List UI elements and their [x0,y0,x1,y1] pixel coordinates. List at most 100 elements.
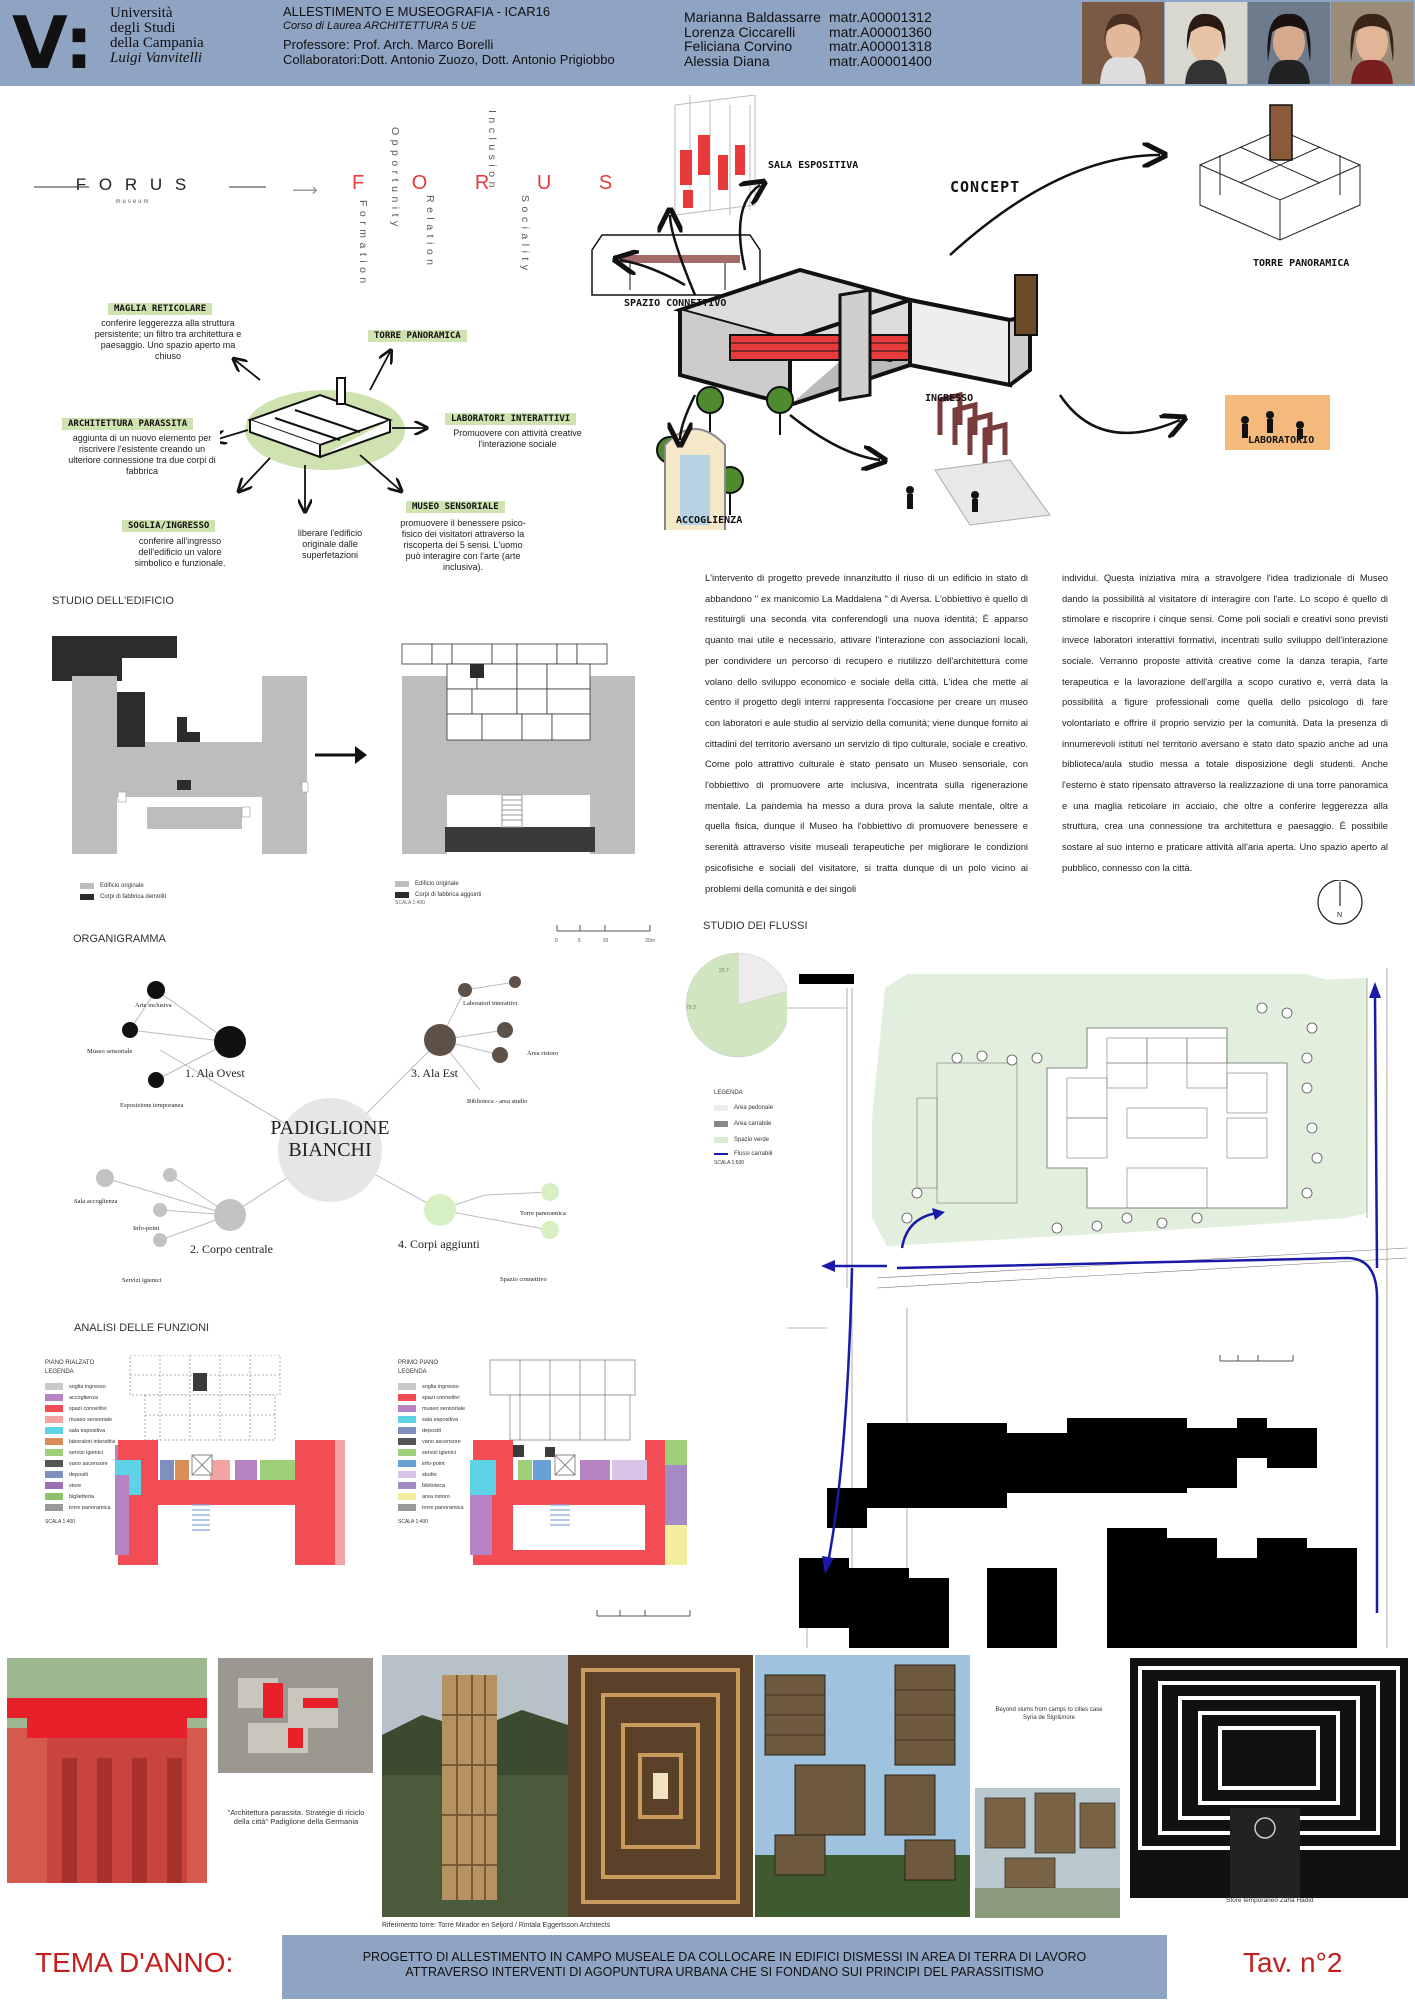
legend-item: torre panoramica [45,1502,115,1513]
flussi-pie [685,952,791,1058]
ref-torre-photo-2 [568,1655,753,1917]
student-photo [1082,2,1164,84]
ref-aerial-photo [218,1658,373,1773]
org-node: Torre panoramica [520,1210,566,1217]
course-info: ALLESTIMENTO E MUSEOGRAFIA - ICAR16 Cors… [283,4,615,67]
ref-zaha-store-photo [1130,1658,1408,1898]
org-node: Servizi igienici [122,1277,162,1284]
ref-germania-caption: "Architettura parassita. Strategie di ri… [227,1808,365,1826]
desc-soglia: conferire all'ingresso dell'edificio un … [134,536,226,568]
organigramma-chart [96,976,559,1247]
legend-item: vano ascensore [398,1436,465,1447]
collaborators: Collaboratori:Dott. Antonio Zuozo, Dott.… [283,52,615,67]
tav-number: Tav. n°2 [1243,1947,1343,1978]
legend-item: area ristoro [398,1491,465,1502]
university-logo: V: [12,1,94,85]
plan-piano-rialzato [115,1355,345,1565]
legend-before: Edificio originale Corpi di fabbrica dem… [80,880,166,902]
pie-label: 79,3 [686,1005,696,1011]
legend-item: store [45,1480,115,1491]
label-lab: LABORATORI INTERATTIVI [445,413,577,425]
ref-torre-photo-1 [382,1655,568,1917]
label-maglia: MAGLIA RETICOLARE [108,303,213,315]
org-node: Esposizione temporanea [120,1102,184,1109]
legend-item: vano ascensore [45,1458,115,1469]
org-group-est: 3. Ala Est [411,1066,458,1080]
analisi-title: ANALISI DELLE FUNZIONI [74,1322,210,1334]
desc-museo: promuovere il benessere psico-fisico dei… [400,518,526,572]
footer-bar [282,1935,1167,1999]
student-photo [1248,2,1330,84]
org-node: Info-point [133,1225,160,1232]
legend-after: Edificio originale Corpi di fabbrica agg… [395,880,482,906]
label-spazio-connettivo: SPAZIO CONNETTIVO [624,298,727,309]
university-name: Università degli Studi della Campania Lu… [110,5,204,66]
desc-lab: Promuovere con attività creative l'inter… [453,428,582,449]
ref-torre-caption: Riferimento torre: Torre Mirador en Selj… [382,1922,611,1929]
arrow-right-icon [315,746,367,764]
svg-text:N: N [1337,912,1342,919]
plan-after [401,643,635,854]
legend-item: soglia ingresso [398,1381,465,1392]
north-arrow-icon: N [1317,880,1363,925]
org-group-centrale: 2. Corpo centrale [190,1242,273,1256]
ref-germania-photo [7,1658,207,1883]
word-opportunity: Opportunity [389,127,401,231]
org-group-aggiunti: 4. Corpi aggiunti [398,1237,480,1251]
word-relation: Relation [424,195,436,270]
org-node: Museo sensoriale [87,1048,133,1055]
legend-item: laboratori interattivi [45,1436,115,1447]
pie-label: 20,7 [719,968,729,974]
forus-logo-text: F O R U S [75,175,191,194]
analisi-scalebar [595,1605,695,1623]
label-parassita: ARCHITETTURA PARASSITA [62,418,194,430]
org-node: Area ristoro [527,1050,559,1057]
legend-item: depositi [398,1425,465,1436]
legend-item: spazi connettivi [398,1392,465,1403]
site-map [787,968,1415,1648]
ref-slums-photo-2 [975,1788,1120,1918]
course-sub: Corso di Laurea ARCHITETTURA 5 UE [283,20,476,32]
legend-item: servizi igienici [45,1447,115,1458]
legend-item: biglietteria [45,1491,115,1502]
label-torre-panoramica: TORRE PANORAMICA [1253,258,1350,269]
studio-edificio-title: STUDIO DELL'EDIFICIO [52,595,174,607]
arrow-icon: ⟶ [292,180,318,200]
label-sala-espositiva: SALA ESPOSITIVA [768,160,859,171]
word-sociality: Sociality [519,195,531,275]
org-node: Laboratori interattivi [463,1000,518,1007]
course-title: ALLESTIMENTO E MUSEOGRAFIA - ICAR16 [283,4,551,19]
label-torre: TORRE PANORAMICA [368,330,467,342]
legend-item: museo sensoriale [398,1403,465,1414]
legend-item: depositi [45,1469,115,1480]
ref-zaha-caption: Store temporaneo Zaha Hadid [1226,1897,1314,1904]
legend-item: sala espositiva [45,1425,115,1436]
desc-parassita: aggiunta di un nuovo elemento per riscri… [68,433,216,476]
org-node: Spazio connettivo [500,1276,547,1283]
pie-slice [737,952,789,1006]
legend-item: studio [398,1469,465,1480]
org-group-ovest: 1. Ala Ovest [185,1066,245,1080]
desc-maglia: conferire leggerezza alla struttura pers… [94,318,242,361]
legend-item: sala espositiva [398,1414,465,1425]
concept-title: CONCEPT [950,178,1021,196]
legend-item: soglia ingresso [45,1381,115,1392]
forus-logo-sub: museum [115,199,151,205]
forus-logo [34,177,266,197]
desc-liberare: liberare l'edificio originale dalle supe… [297,528,363,560]
plan-before [52,636,309,854]
legend-item: museo sensoriale [45,1414,115,1425]
site-scalebar [1218,1350,1298,1368]
professor: Professore: Prof. Arch. Marco Borelli [283,37,494,52]
label-accoglienza: ACCOGLIENZA [676,515,743,526]
label-laboratorio: LABORATORIO [1248,435,1315,446]
student-photo [1165,2,1247,84]
